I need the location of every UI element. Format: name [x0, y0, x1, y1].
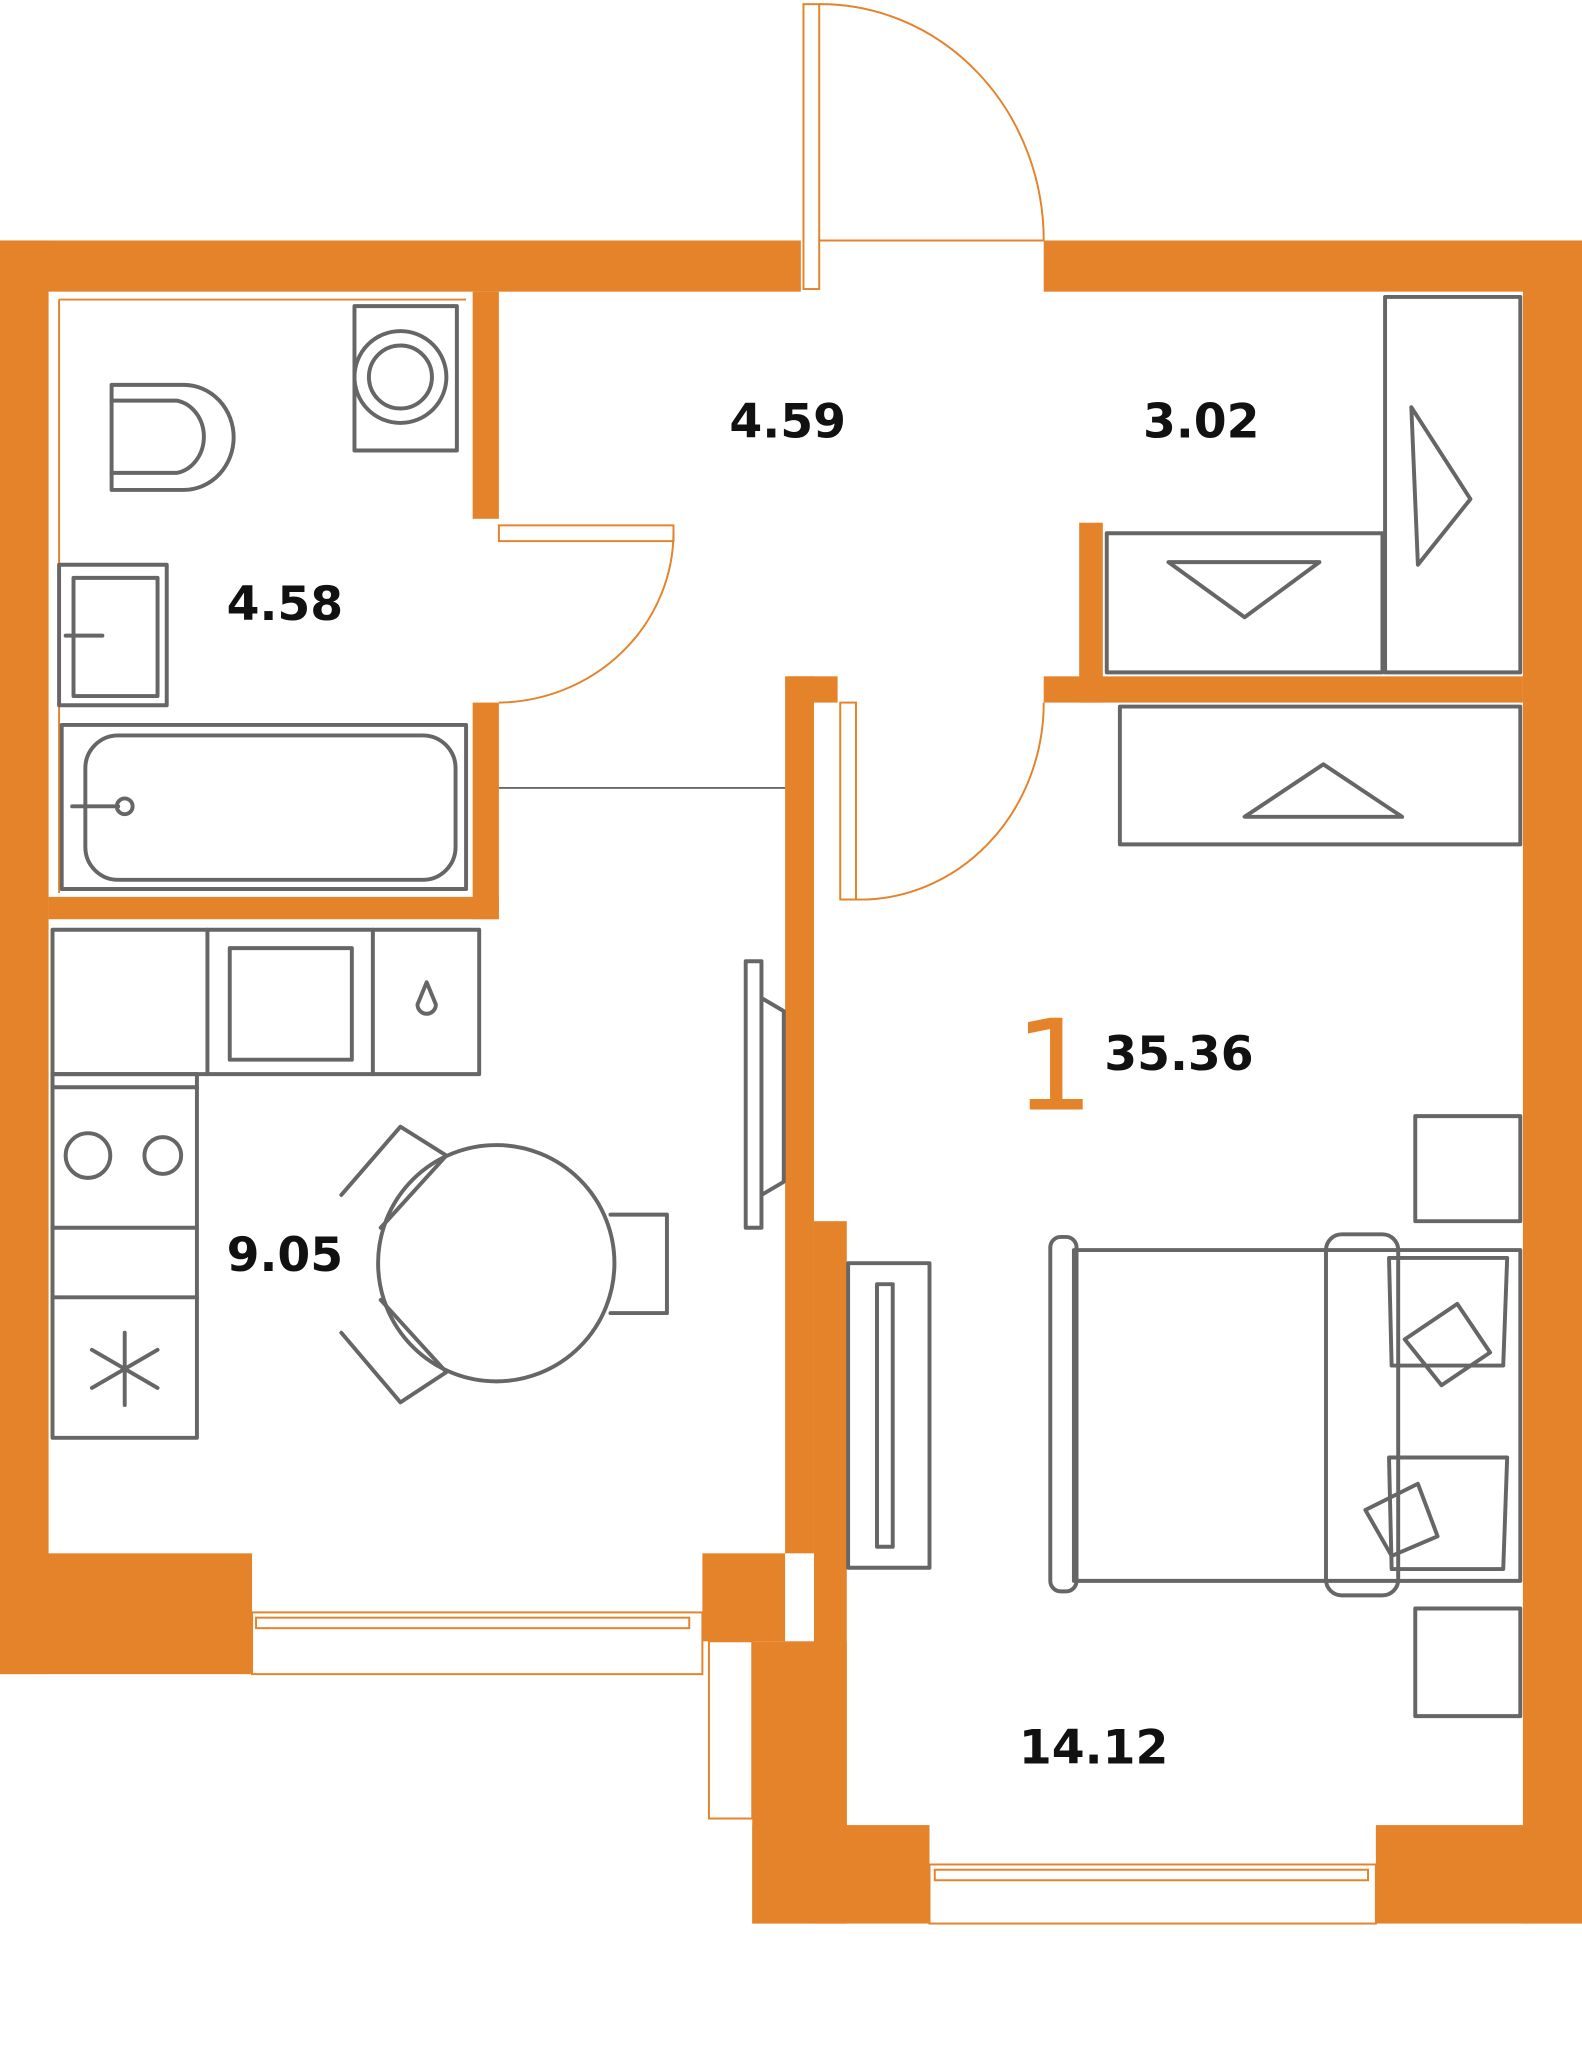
wardrobe — [1104, 294, 1523, 847]
water-drop-icon — [415, 980, 438, 1016]
rooms-count: 1 — [1014, 993, 1094, 1140]
kitchen-counter — [50, 927, 482, 1440]
stove-burner-icon — [142, 1135, 184, 1176]
area-bathroom: 4.58 — [227, 577, 344, 632]
hanger-icon — [1409, 405, 1473, 567]
doors — [58, 3, 1045, 901]
bed-icon — [1048, 1114, 1523, 1719]
snowflake-icon — [89, 1330, 160, 1407]
nightstand-icon — [1413, 1114, 1523, 1224]
stove-burner-icon — [63, 1131, 113, 1180]
area-wardrobe: 3.02 — [1143, 394, 1260, 449]
hanger-icon — [1242, 762, 1405, 819]
area-bedroom: 14.12 — [1019, 1720, 1168, 1775]
bathtub-icon — [59, 722, 469, 891]
toilet-icon — [109, 382, 236, 492]
sink-icon — [57, 562, 169, 708]
furniture — [50, 294, 1523, 1719]
area-kitchen: 9.05 — [227, 1228, 344, 1283]
hanger-icon — [1166, 560, 1322, 620]
walls — [0, 240, 1582, 1924]
nightstand-icon — [1413, 1606, 1523, 1719]
kitchen-sink-icon — [227, 946, 354, 1062]
area-hallway: 4.59 — [729, 394, 846, 449]
dining-table-icon — [339, 1124, 669, 1405]
labels: 1 35.36 4.59 3.02 4.58 9.05 14.12 — [227, 394, 1260, 1775]
windows — [251, 1611, 1377, 1925]
tv-icon — [743, 959, 932, 1570]
total-area: 35.36 — [1104, 1027, 1253, 1082]
washing-machine-icon — [352, 304, 459, 453]
